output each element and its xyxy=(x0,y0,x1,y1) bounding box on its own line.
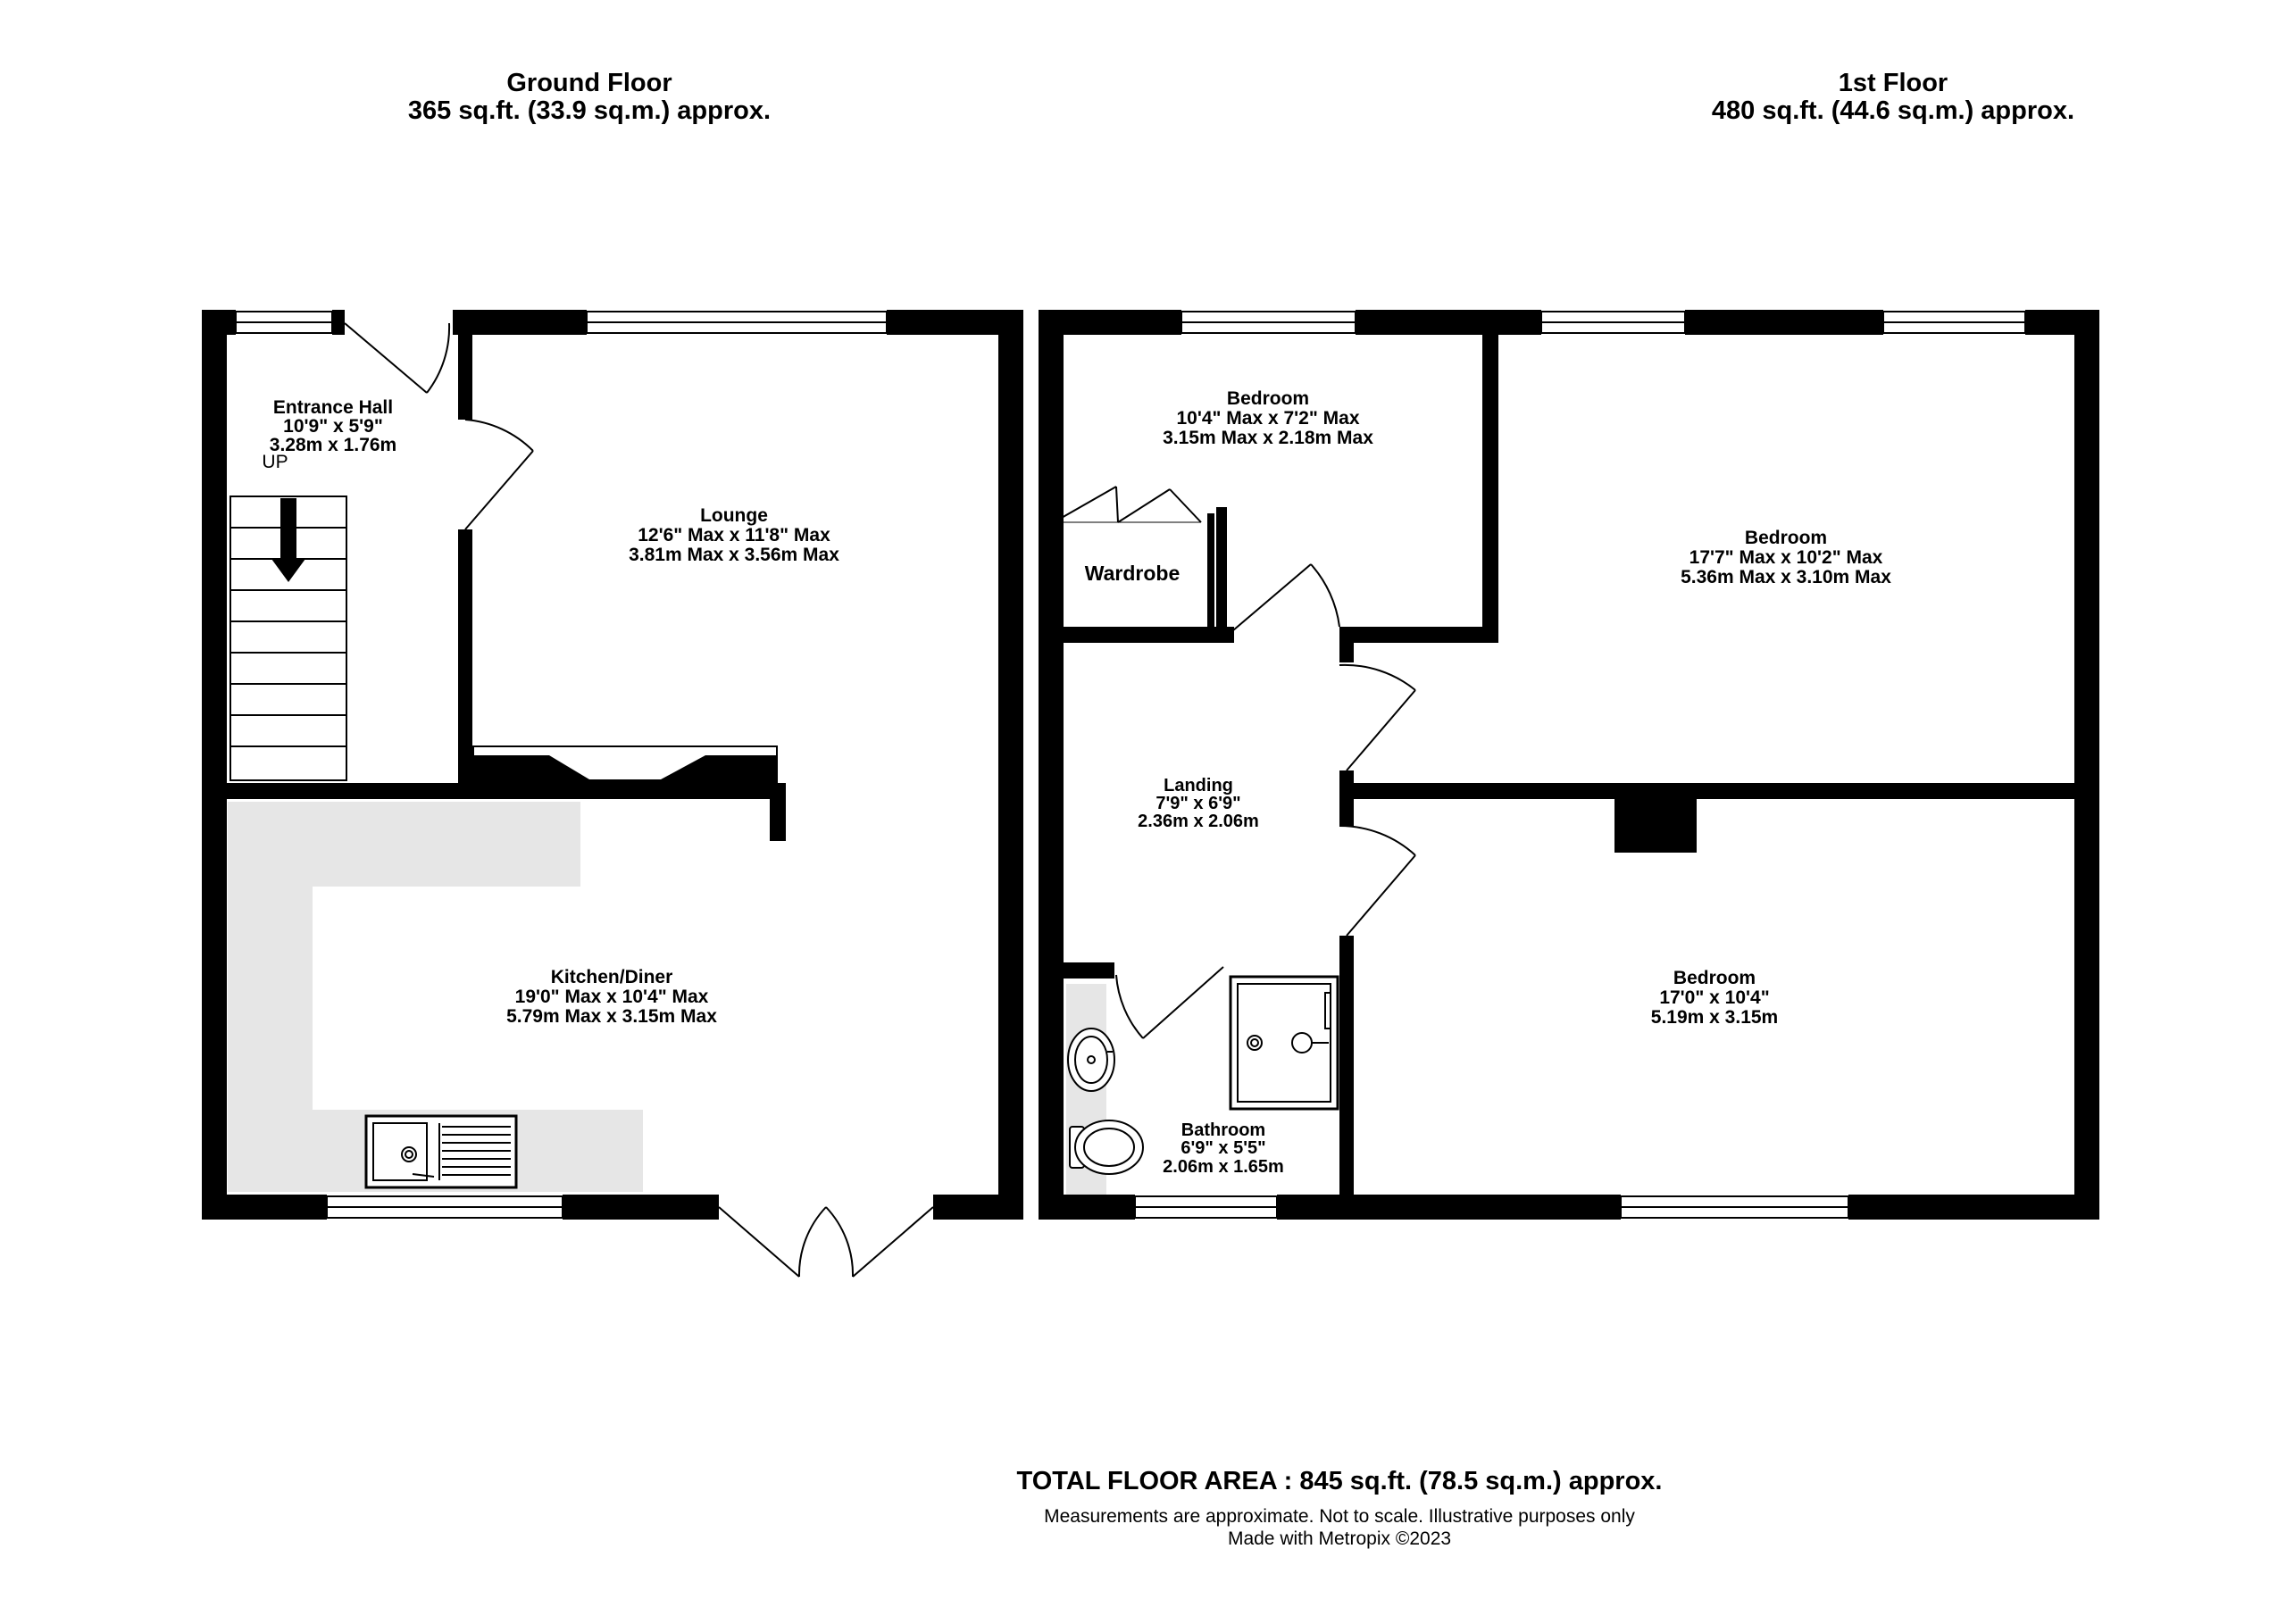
ground-floor-plan: UP Entrance Hall 10'9" x 5'9" 3.28m x 1.… xyxy=(202,310,1023,1278)
stairs-arrow-icon xyxy=(271,498,305,582)
ff-wall-top-3 xyxy=(1685,310,1883,335)
wash-basin xyxy=(1067,1028,1115,1092)
window-kitchen xyxy=(326,1195,563,1219)
door-bedroom-large xyxy=(1339,663,1416,771)
room-imperial-lounge: 12'6" Max x 11'8" Max xyxy=(638,525,830,545)
ff-wall-bed1-bed2 xyxy=(1482,335,1498,643)
wall-bottom-3 xyxy=(933,1195,1023,1220)
ff-wall-landing-bed2 xyxy=(1339,770,1354,826)
ff-wall-wardrobe-bottom xyxy=(1064,627,1234,643)
door-lounge xyxy=(464,419,534,530)
first-floor-area: 480 sq.ft. (44.6 sq.m.) approx. xyxy=(1712,96,2074,125)
room-name-bedroom-rear: Bedroom xyxy=(1673,968,1756,988)
door-bedroom-small xyxy=(1226,563,1340,637)
room-name-lounge: Lounge xyxy=(700,505,768,526)
wall-hall-lounge-bottom xyxy=(458,529,472,797)
wall-right xyxy=(998,310,1023,1220)
ground-floor-area: 365 sq.ft. (33.9 sq.m.) approx. xyxy=(408,96,771,125)
room-imperial-bathroom: 6'9" x 5'5" xyxy=(1181,1138,1265,1158)
wall-top-left-2 xyxy=(332,310,345,335)
wall-top-mid xyxy=(453,310,587,335)
wall-left xyxy=(202,310,227,1220)
ff-window-5 xyxy=(1620,1195,1849,1219)
ground-floor-title: Ground Floor xyxy=(506,69,672,97)
room-metric-landing: 2.36m x 2.06m xyxy=(1138,812,1259,831)
ff-wall-bath-top xyxy=(1064,962,1114,979)
door-bathroom xyxy=(1115,966,1224,1039)
ff-chimney xyxy=(1614,799,1697,853)
fireplace xyxy=(472,745,778,783)
room-metric-bedroom-rear: 5.19m x 3.15m xyxy=(1651,1007,1778,1028)
ff-wall-wardrobe-right xyxy=(1216,507,1227,643)
room-imperial-entrance-hall: 10'9" x 5'9" xyxy=(283,416,383,437)
door-wardrobe xyxy=(1053,486,1202,523)
room-name-bedroom-small: Bedroom xyxy=(1227,388,1309,409)
ff-wall-top-2 xyxy=(1356,310,1541,335)
disclaimer: Measurements are approximate. Not to sca… xyxy=(1044,1506,1635,1527)
room-metric-kitchen: 5.79m Max x 3.15m Max xyxy=(506,1006,717,1027)
room-imperial-bedroom-rear: 17'0" x 10'4" xyxy=(1659,987,1769,1008)
kitchen-sink xyxy=(364,1114,518,1189)
room-metric-lounge: 3.81m Max x 3.56m Max xyxy=(629,545,839,565)
room-name-landing: Landing xyxy=(1164,776,1233,795)
kitchen-worktop xyxy=(228,802,643,1192)
wall-hall-lounge-top xyxy=(458,335,472,420)
ff-wall-landing-bed3 xyxy=(1339,936,1354,1195)
credit: Made with Metropix ©2023 xyxy=(1228,1528,1451,1549)
wall-kitchen-stub xyxy=(770,783,786,841)
room-metric-bedroom-small: 3.15m Max x 2.18m Max xyxy=(1163,428,1373,448)
shower-tray xyxy=(1229,975,1339,1111)
window-hall xyxy=(235,311,333,334)
ff-window-2 xyxy=(1540,311,1686,334)
total-floor-area: TOTAL FLOOR AREA : 845 sq.ft. (78.5 sq.m… xyxy=(1017,1467,1663,1495)
window-lounge xyxy=(586,311,888,334)
room-imperial-bedroom-small: 10'4" Max x 7'2" Max xyxy=(1176,408,1359,429)
ff-wall-bottom-3 xyxy=(1848,1195,2099,1220)
room-metric-bedroom-large: 5.36m Max x 3.10m Max xyxy=(1681,567,1891,587)
first-floor-plan: Bedroom 10'4" Max x 7'2" Max 3.15m Max x… xyxy=(1039,310,2099,1220)
wall-bottom-2 xyxy=(563,1195,719,1220)
toilet xyxy=(1069,1120,1144,1175)
door-bedroom-rear xyxy=(1339,824,1416,937)
ff-wall-bed1-stub xyxy=(1339,627,1354,662)
ff-wall-bed2-bed3 xyxy=(1350,783,2074,799)
room-name-bedroom-large: Bedroom xyxy=(1745,528,1827,548)
ff-wall-right xyxy=(2074,310,2099,1220)
door-patio xyxy=(718,1206,934,1278)
room-imperial-bedroom-large: 17'7" Max x 10'2" Max xyxy=(1689,547,1883,568)
room-name-bathroom: Bathroom xyxy=(1181,1120,1265,1140)
ff-wall-bottom-2 xyxy=(1277,1195,1621,1220)
room-name-kitchen: Kitchen/Diner xyxy=(551,967,673,987)
room-name-wardrobe: Wardrobe xyxy=(1085,562,1181,585)
ff-wall-bottom-1 xyxy=(1039,1195,1135,1220)
ff-window-1 xyxy=(1181,311,1356,334)
room-imperial-kitchen: 19'0" Max x 10'4" Max xyxy=(515,987,709,1007)
room-name-entrance-hall: Entrance Hall xyxy=(273,397,393,418)
wall-hall-kitchen xyxy=(227,783,780,799)
room-metric-bathroom: 2.06m x 1.65m xyxy=(1163,1157,1284,1177)
room-imperial-landing: 7'9" x 6'9" xyxy=(1156,794,1240,813)
stairs-up-label: UP xyxy=(262,452,288,472)
ff-wall-bed1-bottom xyxy=(1339,627,1498,643)
ff-wall-left xyxy=(1039,310,1064,1220)
staircase[interactable] xyxy=(229,496,347,781)
first-floor-title: 1st Floor xyxy=(1839,69,1948,97)
door-front xyxy=(344,322,451,394)
ff-window-3 xyxy=(1882,311,2026,334)
room-metric-entrance-hall: 3.28m x 1.76m xyxy=(270,435,396,455)
ff-window-4 xyxy=(1134,1195,1278,1219)
ff-wall-wardrobe-right-thin xyxy=(1207,513,1214,627)
wall-bottom-1 xyxy=(202,1195,327,1220)
